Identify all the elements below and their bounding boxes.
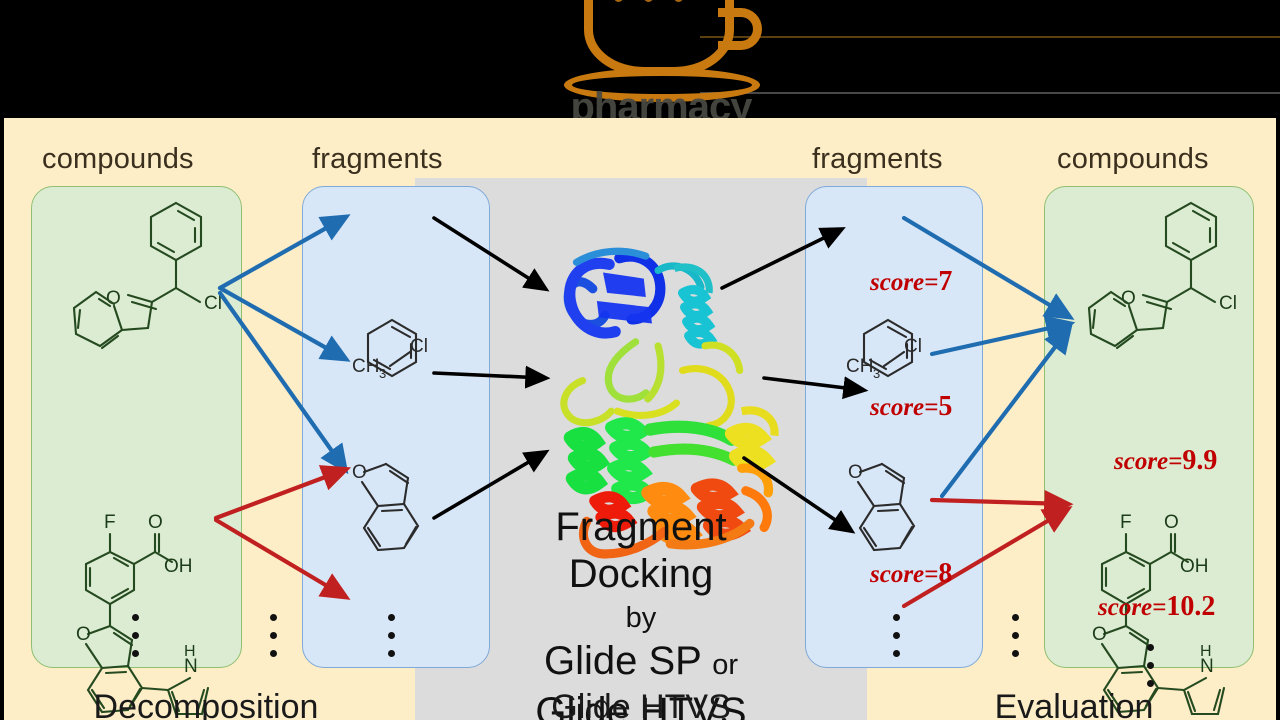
score-compound-2: score=10.2 [1098,591,1215,623]
score-value-3: 8 [938,558,953,589]
score-label-3: score= [870,561,939,588]
score-label-4: score= [1114,448,1183,475]
header-rule-top [700,36,1280,38]
score-label-5: score= [1098,594,1167,621]
score-label-2: score= [870,394,939,421]
cup-handle-icon [718,8,762,50]
caption-line-5: Glide HTVS [535,690,747,720]
coffee-cup-icon [584,0,734,76]
score-value-5: 10.2 [1166,591,1216,622]
column-title-scored-compounds: compounds [1057,143,1209,175]
score-value-2: 5 [938,391,953,422]
ellipsis-input-compounds [132,614,139,668]
cup-saucer-icon [564,68,760,102]
stage-label-decomposition: Decomposition [93,688,319,720]
score-fragment-benzene: score=7 [870,266,952,298]
stage-label-evaluation: Evaluation [994,688,1154,720]
journal-logo: pharmacy [540,0,780,118]
caption-or: or [712,649,739,681]
caption-line-2: Docking [568,552,714,596]
score-fragment-chloromethane: score=5 [870,391,952,423]
caption-glide-sp: Glide SP [543,639,702,683]
center-caption: Fragment Docking by Glide SP or Glide HT… [415,504,867,720]
panel-input-compounds [31,186,242,668]
ellipsis-scored-fragments [893,614,900,668]
score-compound-1: score=9.9 [1114,445,1217,477]
header-rule-bottom [700,92,1280,94]
score-value-4: 9.9 [1182,445,1218,476]
header-band: pharmacy [0,0,1280,118]
logo-steam-2 [644,0,653,2]
stage-label-glide-htvs: Glide HTVS [551,688,731,720]
ellipsis-input-fragments [388,614,395,668]
column-title-scored-fragments: fragments [812,143,943,175]
ellipsis-scored-compounds [1147,644,1154,698]
caption-line-1: Fragment [555,505,727,549]
column-title-input-fragments: fragments [312,143,443,175]
column-title-input-compounds: compounds [42,143,194,175]
score-label-1: score= [870,269,939,296]
logo-wordmark: pharmacy [570,85,753,118]
ellipsis-gap-left [270,614,277,668]
workflow-canvas: compounds fragments fragments compounds [4,118,1276,720]
caption-line-3: by [625,602,657,634]
score-fragment-benzofuran: score=8 [870,558,952,590]
ellipsis-gap-right [1012,614,1019,668]
score-value-1: 7 [938,266,953,297]
caption-line-4: Glide SP or [415,638,867,689]
